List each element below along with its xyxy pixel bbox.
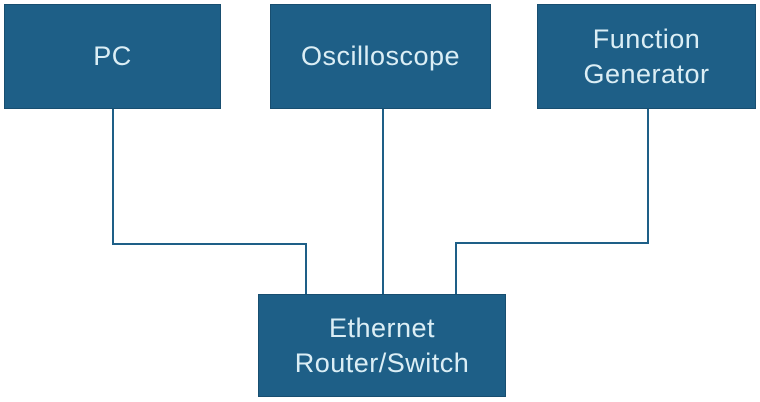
node-function-generator: Function Generator bbox=[537, 4, 756, 109]
node-pc: PC bbox=[4, 4, 221, 109]
node-pc-label: PC bbox=[93, 41, 132, 72]
node-ethernet-router-switch: Ethernet Router/Switch bbox=[258, 294, 506, 397]
node-oscilloscope-label: Oscilloscope bbox=[300, 41, 461, 72]
node-oscilloscope: Oscilloscope bbox=[270, 4, 491, 109]
node-ethernet-router-switch-label: Ethernet Router/Switch bbox=[294, 312, 470, 378]
connector-pc-to-router bbox=[112, 100, 307, 300]
node-function-generator-label: Function Generator bbox=[583, 23, 710, 89]
connector-function-generator-to-router bbox=[455, 100, 649, 300]
